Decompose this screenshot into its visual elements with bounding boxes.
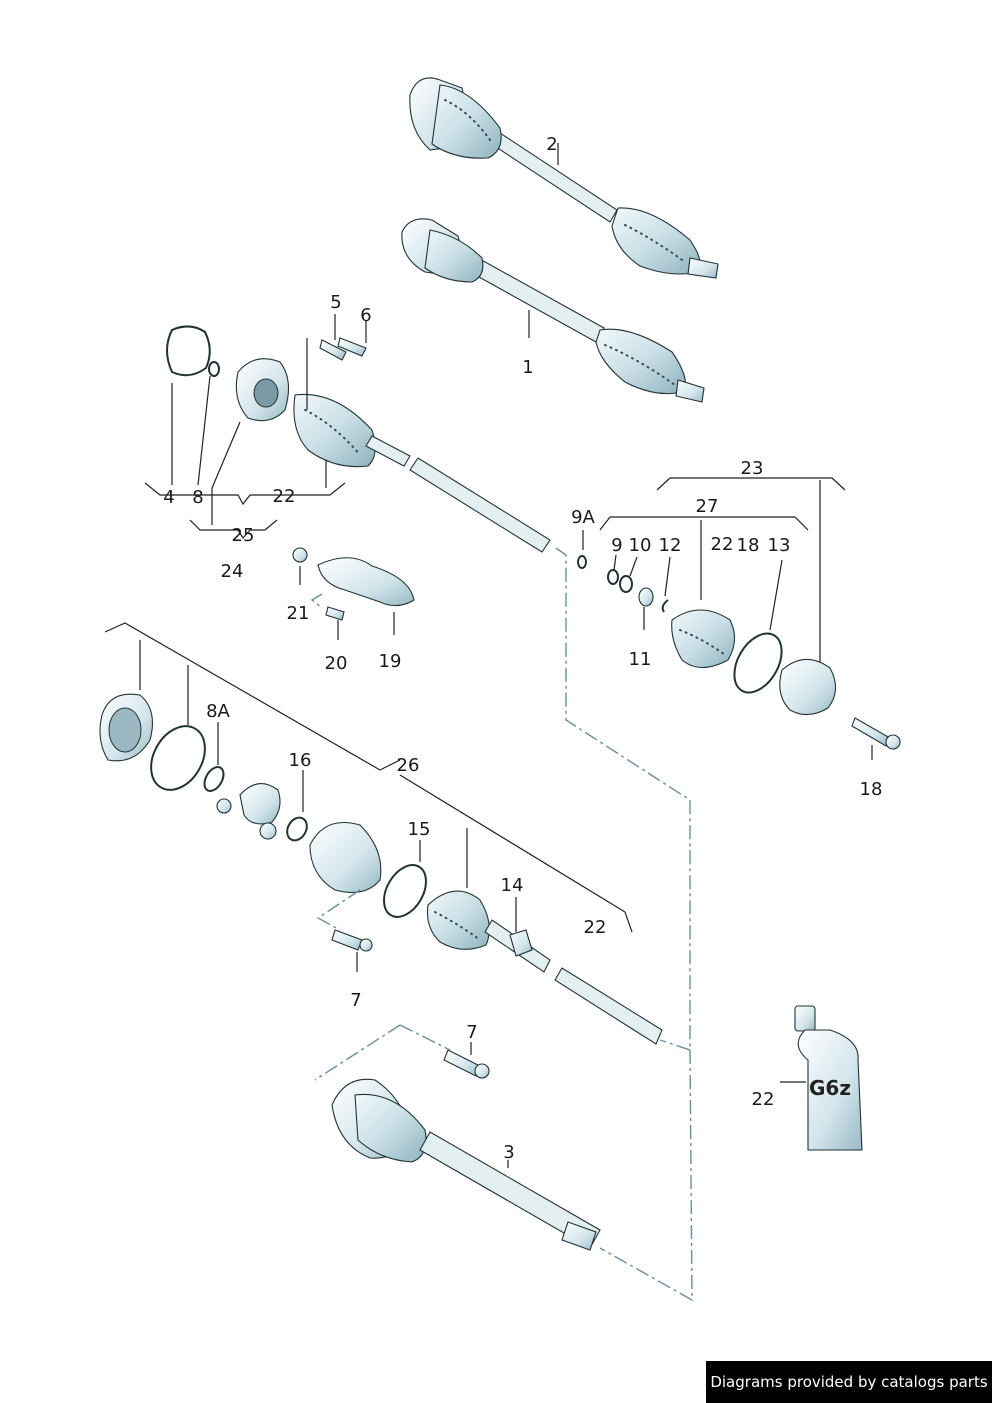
callout-10: 10 (629, 535, 652, 556)
callout-24: 24 (221, 561, 244, 582)
callout-12: 12 (659, 535, 682, 556)
footer-text: Diagrams provided by catalogs parts (710, 1373, 988, 1391)
callout-27: 27 (696, 496, 719, 517)
callout-7-lower: 7 (466, 1022, 477, 1043)
upper-assembly[interactable] (166, 325, 551, 621)
callout-22-lower: 22 (584, 917, 607, 938)
callout-26: 26 (397, 755, 420, 776)
tube-label: G6z (809, 1076, 851, 1100)
callout-13: 13 (768, 535, 791, 556)
callout-21: 21 (287, 603, 310, 624)
callout-3: 3 (503, 1142, 514, 1163)
callout-19: 19 (379, 651, 402, 672)
callout-22-upper: 22 (273, 486, 296, 507)
callout-18-top: 18 (737, 535, 760, 556)
callout-8: 8 (192, 487, 203, 508)
callout-labels: 2 1 5 6 4 8 22 25 24 21 20 19 9A 23 27 9… (163, 134, 882, 1163)
callout-14: 14 (501, 875, 524, 896)
drive-shaft-1[interactable] (401, 218, 705, 403)
callout-23: 23 (741, 458, 764, 479)
callout-6: 6 (360, 305, 371, 326)
leader-lines (104, 143, 873, 1168)
callout-15: 15 (408, 819, 431, 840)
attribution-footer: Diagrams provided by catalogs parts (706, 1361, 992, 1403)
grease-tube[interactable]: G6z (794, 1005, 863, 1151)
callout-9A: 9A (571, 507, 595, 528)
callout-7-middle: 7 (350, 990, 361, 1011)
right-assembly[interactable] (577, 555, 901, 750)
callout-16: 16 (289, 750, 312, 771)
lower-assembly[interactable] (99, 693, 663, 1045)
callout-22-right: 22 (711, 534, 734, 555)
callout-9: 9 (611, 535, 622, 556)
callout-18-bottom: 18 (860, 779, 883, 800)
callout-11: 11 (629, 649, 652, 670)
callout-2: 2 (546, 134, 557, 155)
alignment-lines (310, 547, 693, 1302)
callout-22-tube: 22 (752, 1089, 775, 1110)
callout-25: 25 (232, 525, 255, 546)
callout-1: 1 (522, 357, 533, 378)
callout-5: 5 (330, 292, 341, 313)
callout-8A: 8A (206, 701, 230, 722)
callout-4: 4 (163, 487, 174, 508)
drive-shaft-2[interactable] (409, 77, 719, 279)
drive-shaft-3[interactable] (331, 1049, 601, 1251)
callout-20: 20 (325, 653, 348, 674)
